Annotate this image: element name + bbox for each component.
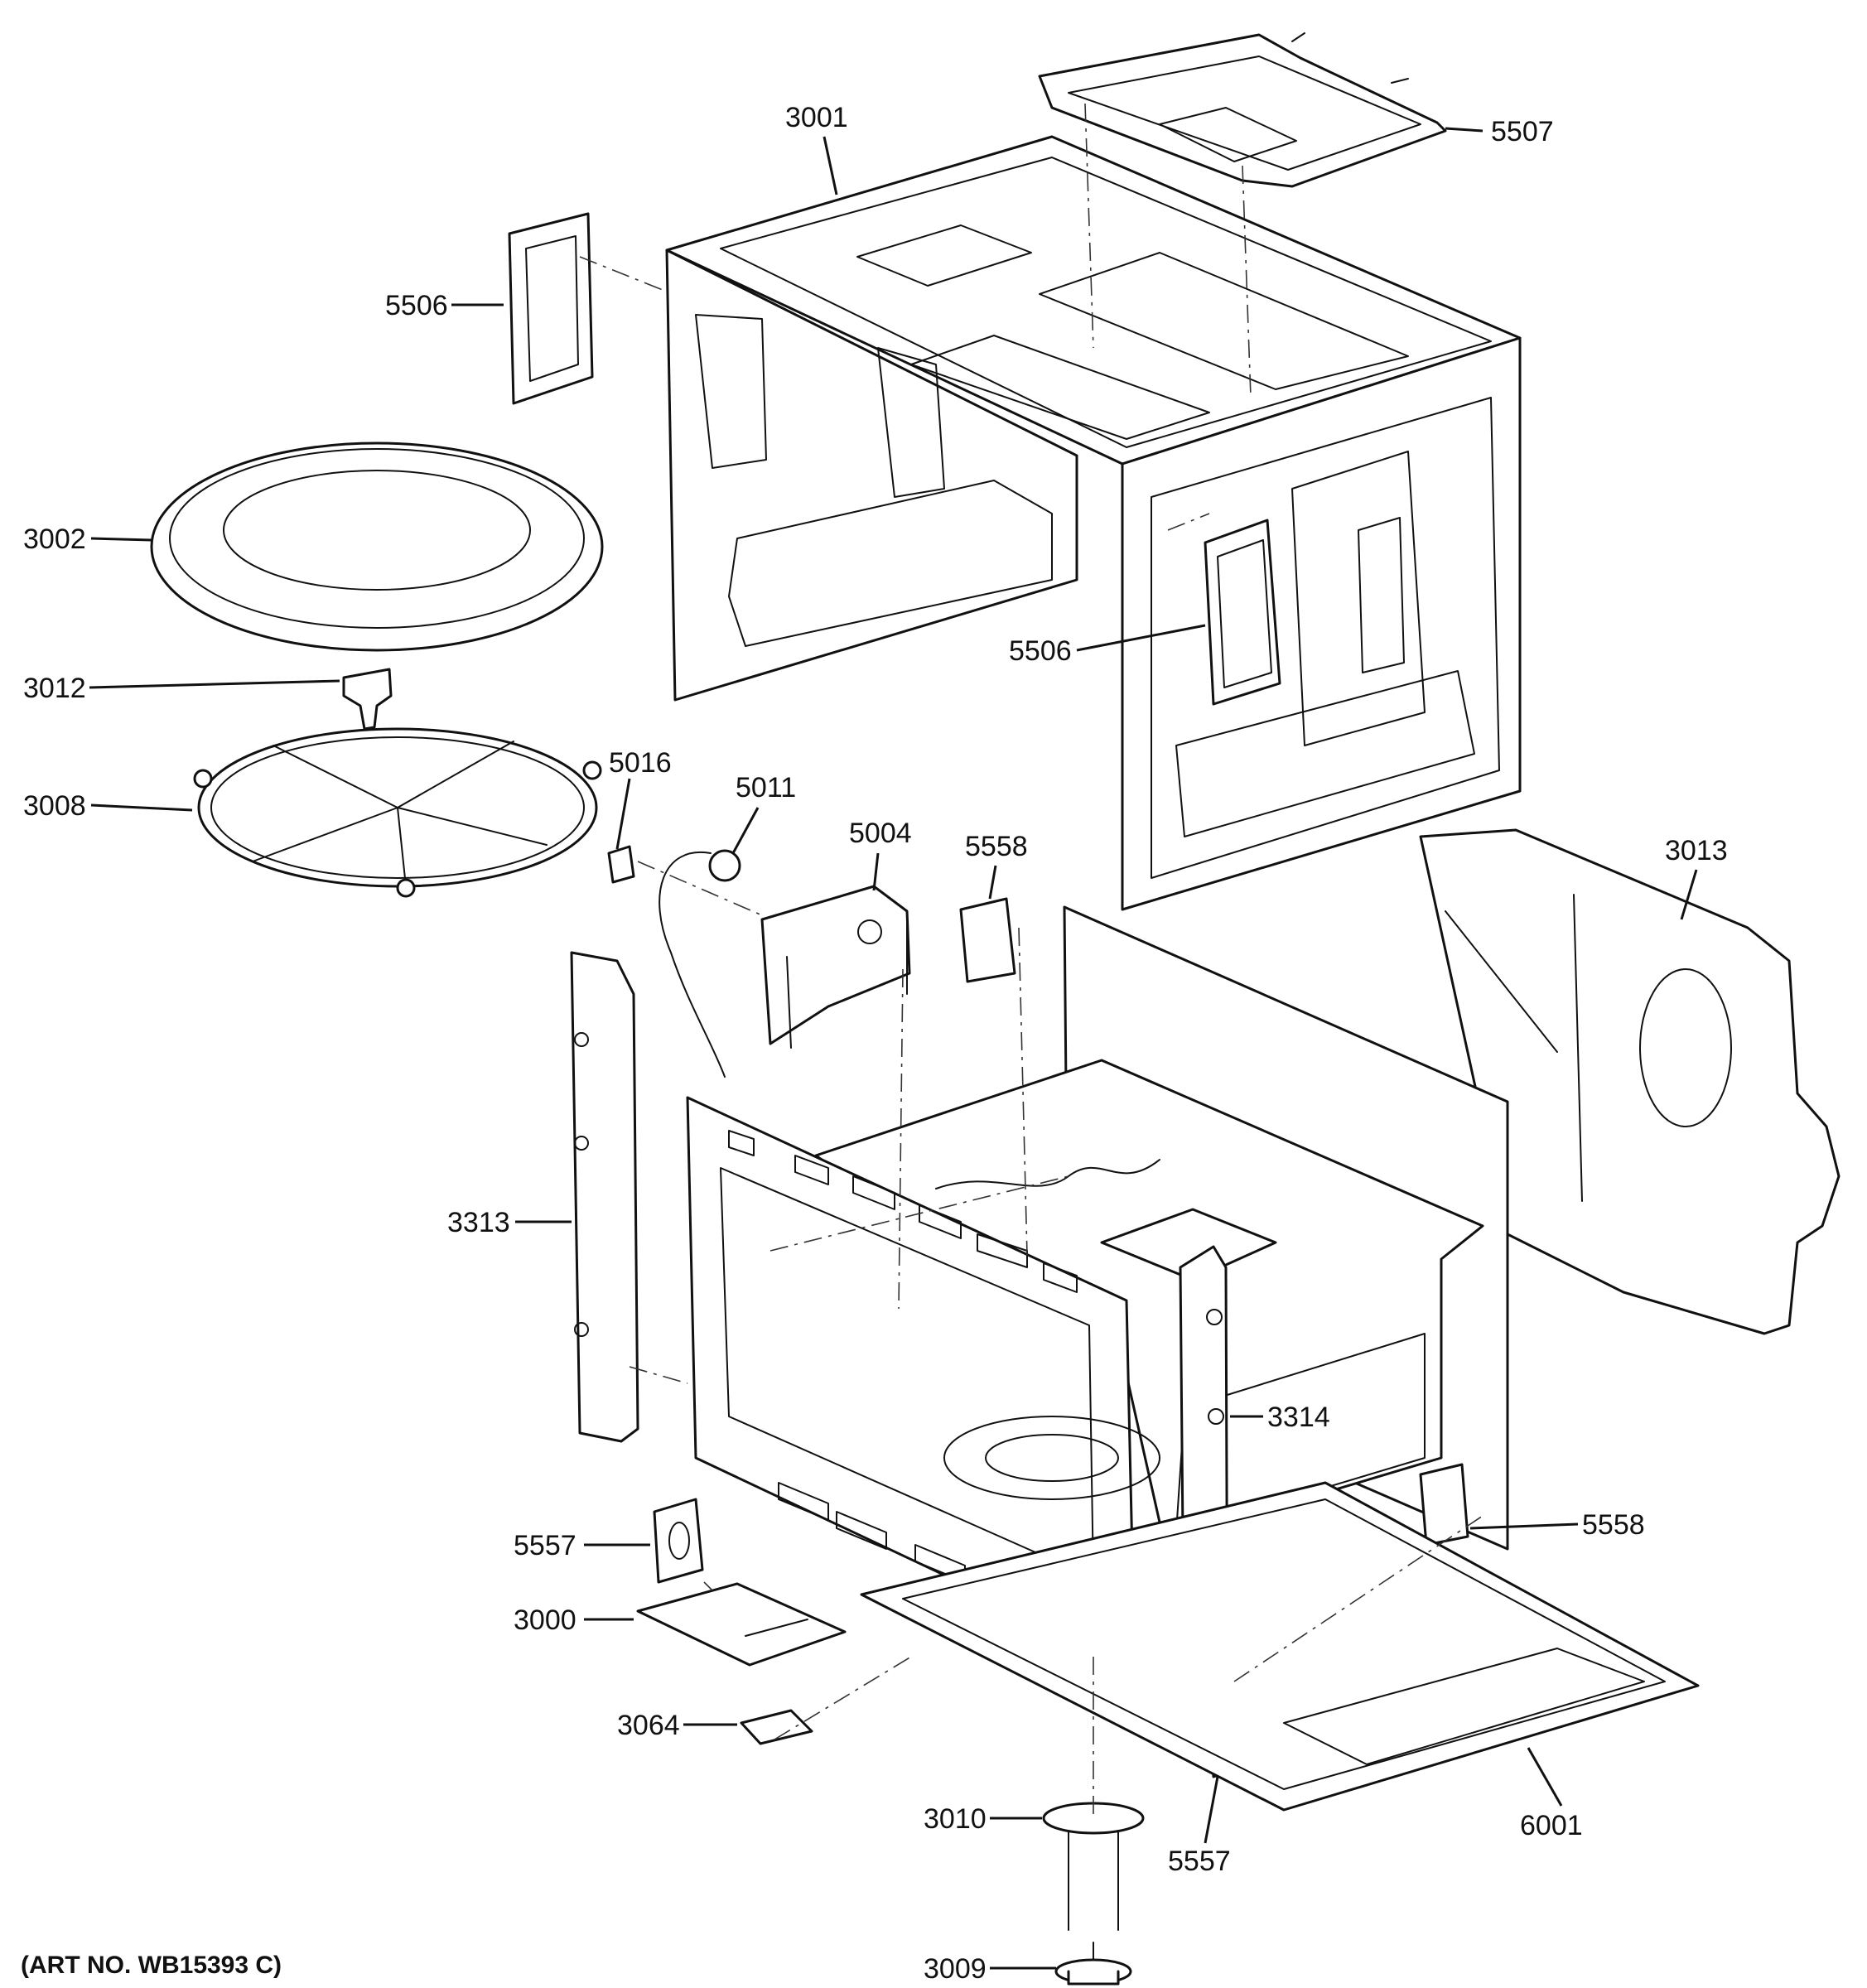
callout-3012: 3012 <box>23 673 86 704</box>
callout-3313: 3313 <box>447 1207 510 1238</box>
part-5011-thermostat <box>659 849 741 1078</box>
assembly-lines <box>579 103 1483 1814</box>
callout-3314: 3314 <box>1267 1402 1330 1433</box>
part-3010-motor-mount <box>1042 1802 1145 1931</box>
callout-3013: 3013 <box>1665 835 1728 866</box>
part-3064-label <box>740 1709 813 1745</box>
callout-3001: 3001 <box>785 102 848 133</box>
part-5558-spacer-upper <box>959 897 1016 983</box>
callout-5557-right: 5557 <box>1168 1846 1231 1877</box>
part-5506-gasket-right <box>1204 519 1281 706</box>
part-3009-motor <box>1054 1942 1132 1986</box>
part-3002-glass-tray <box>150 442 604 652</box>
callouts: 3001 5507 5506 5506 3002 3012 3008 5016 … <box>23 102 1728 1985</box>
callout-5558-lower: 5558 <box>1582 1509 1645 1541</box>
part-3313-rail-left <box>570 951 639 1443</box>
part-5506-gasket-left <box>508 212 594 405</box>
callout-5506-left: 5506 <box>385 290 448 321</box>
callout-6001: 6001 <box>1520 1810 1583 1841</box>
art-number: (ART NO. WB15393 C) <box>21 1952 282 1979</box>
callout-3009: 3009 <box>924 1953 987 1985</box>
part-5558-spacer-lower <box>1419 1463 1469 1546</box>
callout-5558-upper: 5558 <box>965 831 1028 862</box>
part-6001-base <box>860 1481 1700 1812</box>
part-5507-cover <box>1038 32 1447 188</box>
part-3001-cabinet <box>665 135 1522 911</box>
callout-3064: 3064 <box>617 1710 680 1741</box>
cavity-assembly <box>686 905 1509 1667</box>
part-5557-spacer-left <box>653 1498 704 1584</box>
callout-3000: 3000 <box>514 1604 577 1636</box>
callout-5506-right: 5506 <box>1009 635 1072 667</box>
callout-5004: 5004 <box>849 818 912 849</box>
callout-3010: 3010 <box>924 1803 987 1835</box>
callout-5011: 5011 <box>736 772 796 803</box>
callout-3008: 3008 <box>23 790 86 822</box>
part-5004-bracket <box>760 885 911 1049</box>
callout-5557-left: 5557 <box>514 1530 577 1561</box>
callout-3002: 3002 <box>23 524 86 555</box>
part-5016-switch <box>607 845 635 884</box>
part-3000-cover <box>636 1582 847 1667</box>
callout-5507: 5507 <box>1491 116 1554 147</box>
part-3013-side-shield <box>1419 828 1840 1335</box>
part-3012-coupler <box>342 668 393 731</box>
callout-5016: 5016 <box>609 747 672 779</box>
part-3008-roller-ring <box>193 727 602 898</box>
leader-lines <box>89 127 1698 1970</box>
